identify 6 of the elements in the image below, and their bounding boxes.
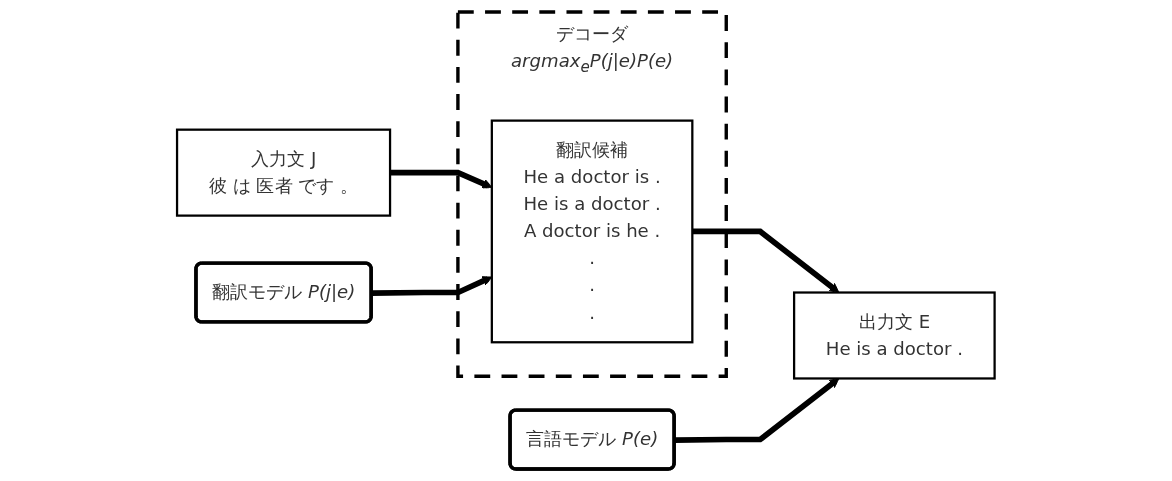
- node-box: 入力文 J 彼 は 医者 です 。: [176, 128, 392, 217]
- node-box: 翻訳候補 He a doctor is . He is a doctor . A doctor is he . . . .: [490, 119, 694, 344]
- node-box: 出力文 E He is a doctor .: [793, 291, 996, 380]
- arrow: [692, 228, 840, 293]
- arrow: [390, 169, 493, 189]
- arrow: [674, 378, 840, 443]
